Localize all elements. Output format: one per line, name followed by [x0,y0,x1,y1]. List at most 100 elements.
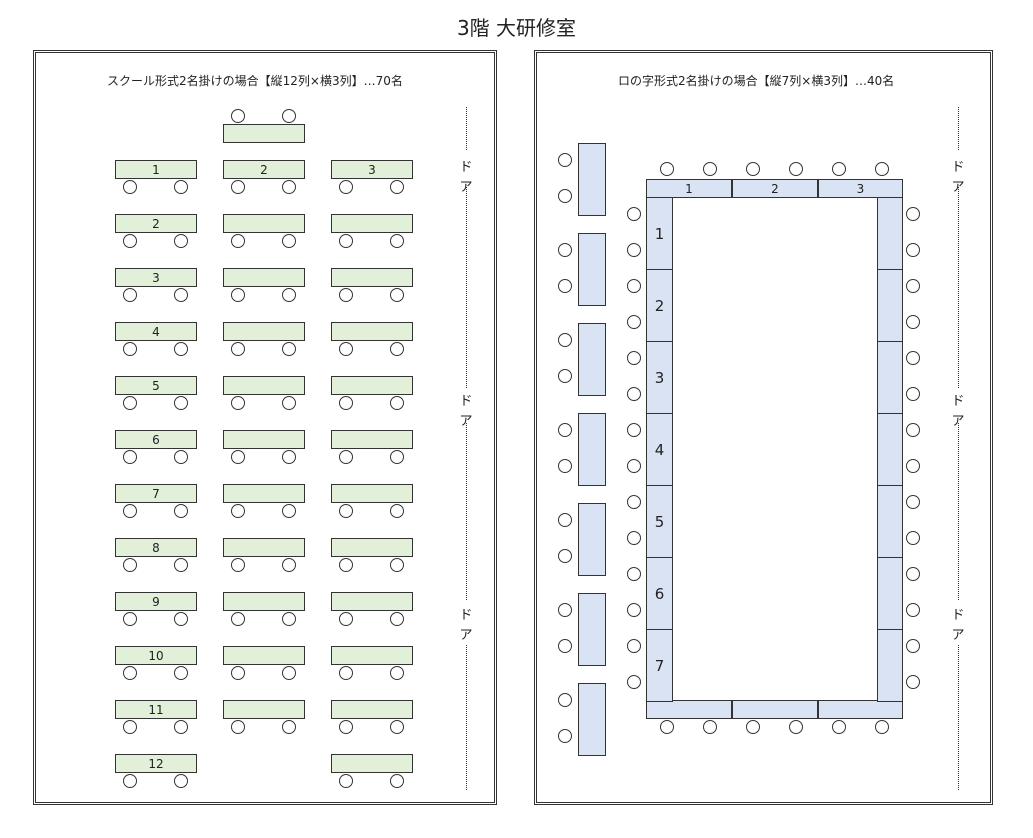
door-3: ア [459,628,473,643]
chair-icon [627,243,641,257]
chair-icon [339,612,353,626]
school-table: 6 [115,430,197,449]
chair-icon [231,666,245,680]
chair-icon [174,288,188,302]
wall-line [466,107,467,150]
door-2: ア [459,414,473,429]
school-table: 10 [115,646,197,665]
door-3: ド [459,608,473,623]
school-table: 12 [115,754,197,773]
chair-icon [390,450,404,464]
school-table [331,484,413,503]
school-table [331,700,413,719]
chair-icon [231,109,245,123]
chair-icon [123,342,137,356]
chair-icon [627,567,641,581]
school-table [223,376,305,395]
door-2: ア [951,414,965,429]
chair-icon [832,162,846,176]
chair-icon [558,603,572,617]
chair-icon [231,396,245,410]
chair-icon [558,279,572,293]
chair-icon [123,396,137,410]
school-table [331,268,413,287]
chair-icon [906,387,920,401]
chair-icon [231,450,245,464]
u-bottom-table [818,700,903,719]
chair-icon [627,351,641,365]
chair-icon [558,333,572,347]
chair-icon [339,666,353,680]
chair-icon [282,109,296,123]
chair-icon [627,207,641,221]
u-bottom-table [646,700,732,719]
chair-icon [174,180,188,194]
school-heading: スクール形式2名掛けの場合【縦12列×横3列】…70名 [107,74,403,88]
chair-icon [558,369,572,383]
chair-icon [123,774,137,788]
chair-icon [282,396,296,410]
school-table: 2 [223,160,305,179]
chair-icon [906,459,920,473]
door-1: ド [951,160,965,175]
school-table [223,322,305,341]
door-3: ア [951,628,965,643]
school-table [223,538,305,557]
chair-icon [339,288,353,302]
school-table [331,322,413,341]
u-top-table: 3 [818,179,903,198]
u-left-table: 2 [646,269,673,342]
chair-icon [123,180,137,194]
chair-icon [174,558,188,572]
spare-table [578,323,606,396]
chair-icon [231,234,245,248]
spare-table [578,233,606,306]
chair-icon [339,234,353,248]
chair-icon [627,423,641,437]
chair-icon [627,603,641,617]
school-table [331,646,413,665]
chair-icon [282,720,296,734]
spare-table [578,143,606,216]
chair-icon [339,180,353,194]
school-table [223,430,305,449]
chair-icon [123,612,137,626]
chair-icon [123,666,137,680]
chair-icon [906,495,920,509]
u-left-table: 6 [646,557,673,630]
spare-table [578,413,606,486]
chair-icon [832,720,846,734]
chair-icon [558,513,572,527]
chair-icon [660,720,674,734]
chair-icon [627,639,641,653]
u-bottom-table [732,700,818,719]
u-right-table [877,197,903,270]
chair-icon [627,387,641,401]
chair-icon [390,774,404,788]
school-table [223,484,305,503]
u-right-table [877,269,903,342]
chair-icon [627,531,641,545]
school-table [331,754,413,773]
chair-icon [906,639,920,653]
chair-icon [660,162,674,176]
lecturer-table [223,124,305,143]
chair-icon [906,279,920,293]
chair-icon [390,504,404,518]
chair-icon [627,675,641,689]
door-2: ド [951,394,965,409]
school-table [223,592,305,611]
chair-icon [282,450,296,464]
door-1: ア [951,180,965,195]
school-table [223,268,305,287]
spare-table [578,503,606,576]
chair-icon [123,450,137,464]
chair-icon [174,450,188,464]
chair-icon [339,396,353,410]
chair-icon [231,504,245,518]
chair-icon [339,504,353,518]
chair-icon [174,396,188,410]
u-top-table: 1 [646,179,732,198]
door-1: ア [459,180,473,195]
chair-icon [390,720,404,734]
